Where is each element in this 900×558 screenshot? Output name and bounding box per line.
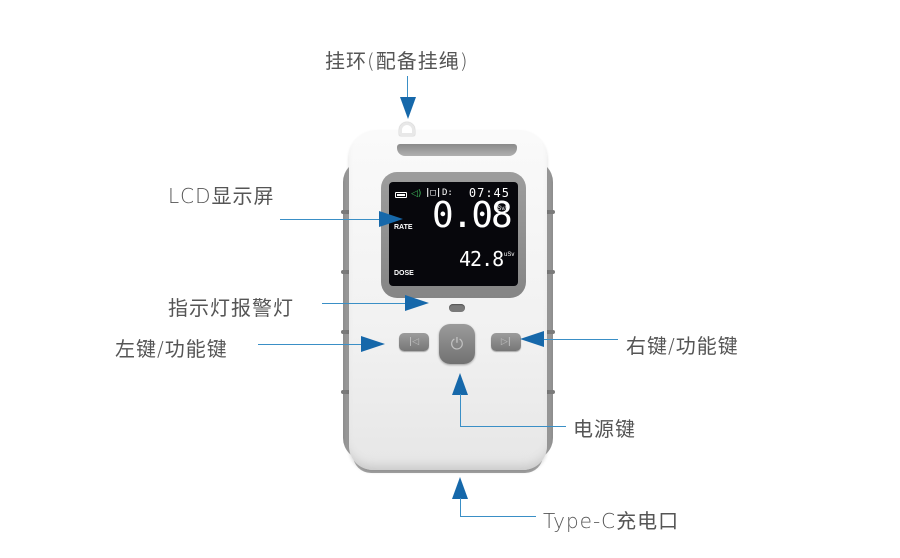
bumper-notch [545, 210, 555, 214]
indicator-led [449, 304, 465, 312]
lanyard-slot [397, 144, 517, 156]
callout-charge-port-label: Type-C充电口 [543, 509, 680, 533]
lcd-time: 07:45 [468, 186, 510, 200]
rate-value: 0.08 [432, 195, 513, 236]
callout-line-indicator [322, 303, 406, 304]
arrow-up-icon [452, 373, 468, 395]
callout-lanyard-label: 挂环(配备挂绳) [325, 49, 469, 73]
callout-line-charge-port [460, 516, 536, 517]
bumper-notch [341, 330, 351, 334]
device-shell: ◁) |□| D: 07:45 RATE 0.08 uSv/h 42.8 uSv… [349, 130, 547, 470]
arrow-right-icon [405, 295, 429, 311]
arrow-down-icon [400, 97, 416, 119]
bumper-notch [341, 210, 351, 214]
dosimeter-device: ◁) |□| D: 07:45 RATE 0.08 uSv/h 42.8 uSv… [341, 120, 555, 475]
bumper-notch [341, 390, 351, 394]
arrow-left-icon [520, 331, 544, 347]
arrow-up-icon [452, 477, 468, 499]
callout-line-right-key [543, 339, 618, 340]
callout-left-key-label: 左键/功能键 [115, 337, 228, 361]
arrow-right-icon [379, 211, 403, 227]
bumper-notch [545, 330, 555, 334]
battery-icon [395, 192, 407, 198]
dose-unit: uSv [504, 252, 515, 258]
rate-unit: uSv/h [494, 206, 510, 212]
rate-label: RATE [394, 224, 413, 231]
lcd-screen: ◁) |□| D: 07:45 RATE 0.08 uSv/h 42.8 uSv… [389, 182, 518, 286]
callout-right-key-label: 右键/功能键 [626, 334, 739, 358]
vibrate-icon: |□| [425, 188, 442, 198]
lanyard-ring [399, 122, 415, 136]
dose-value: 42.8 [459, 247, 504, 271]
callout-power-key-label: 电源键 [573, 417, 636, 441]
callout-line-power-key [460, 394, 461, 426]
power-icon: ⏻ [450, 334, 464, 353]
arrow-right-icon [361, 336, 385, 352]
bumper-notch [341, 270, 351, 274]
callout-line-lanyard [407, 76, 408, 98]
callout-line-power-key [460, 426, 566, 427]
bumper-notch [545, 390, 555, 394]
screen-bezel: ◁) |□| D: 07:45 RATE 0.08 uSv/h 42.8 uSv… [381, 172, 526, 298]
right-function-button[interactable]: ▷| [491, 333, 521, 351]
callout-line-left-key [258, 344, 362, 345]
callout-indicator-label: 指示灯报警灯 [168, 296, 294, 320]
power-button[interactable]: ⏻ [439, 324, 475, 364]
speaker-icon: ◁) [411, 189, 422, 199]
bumper-notch [545, 270, 555, 274]
d-mode-indicator: D: [442, 188, 453, 198]
dose-label: DOSE [394, 270, 414, 277]
callout-line-charge-port [460, 498, 461, 516]
callout-line-lcd [280, 219, 380, 220]
callout-lcd-label: LCD显示屏 [168, 184, 275, 208]
left-function-button[interactable]: |◁ [399, 333, 429, 351]
